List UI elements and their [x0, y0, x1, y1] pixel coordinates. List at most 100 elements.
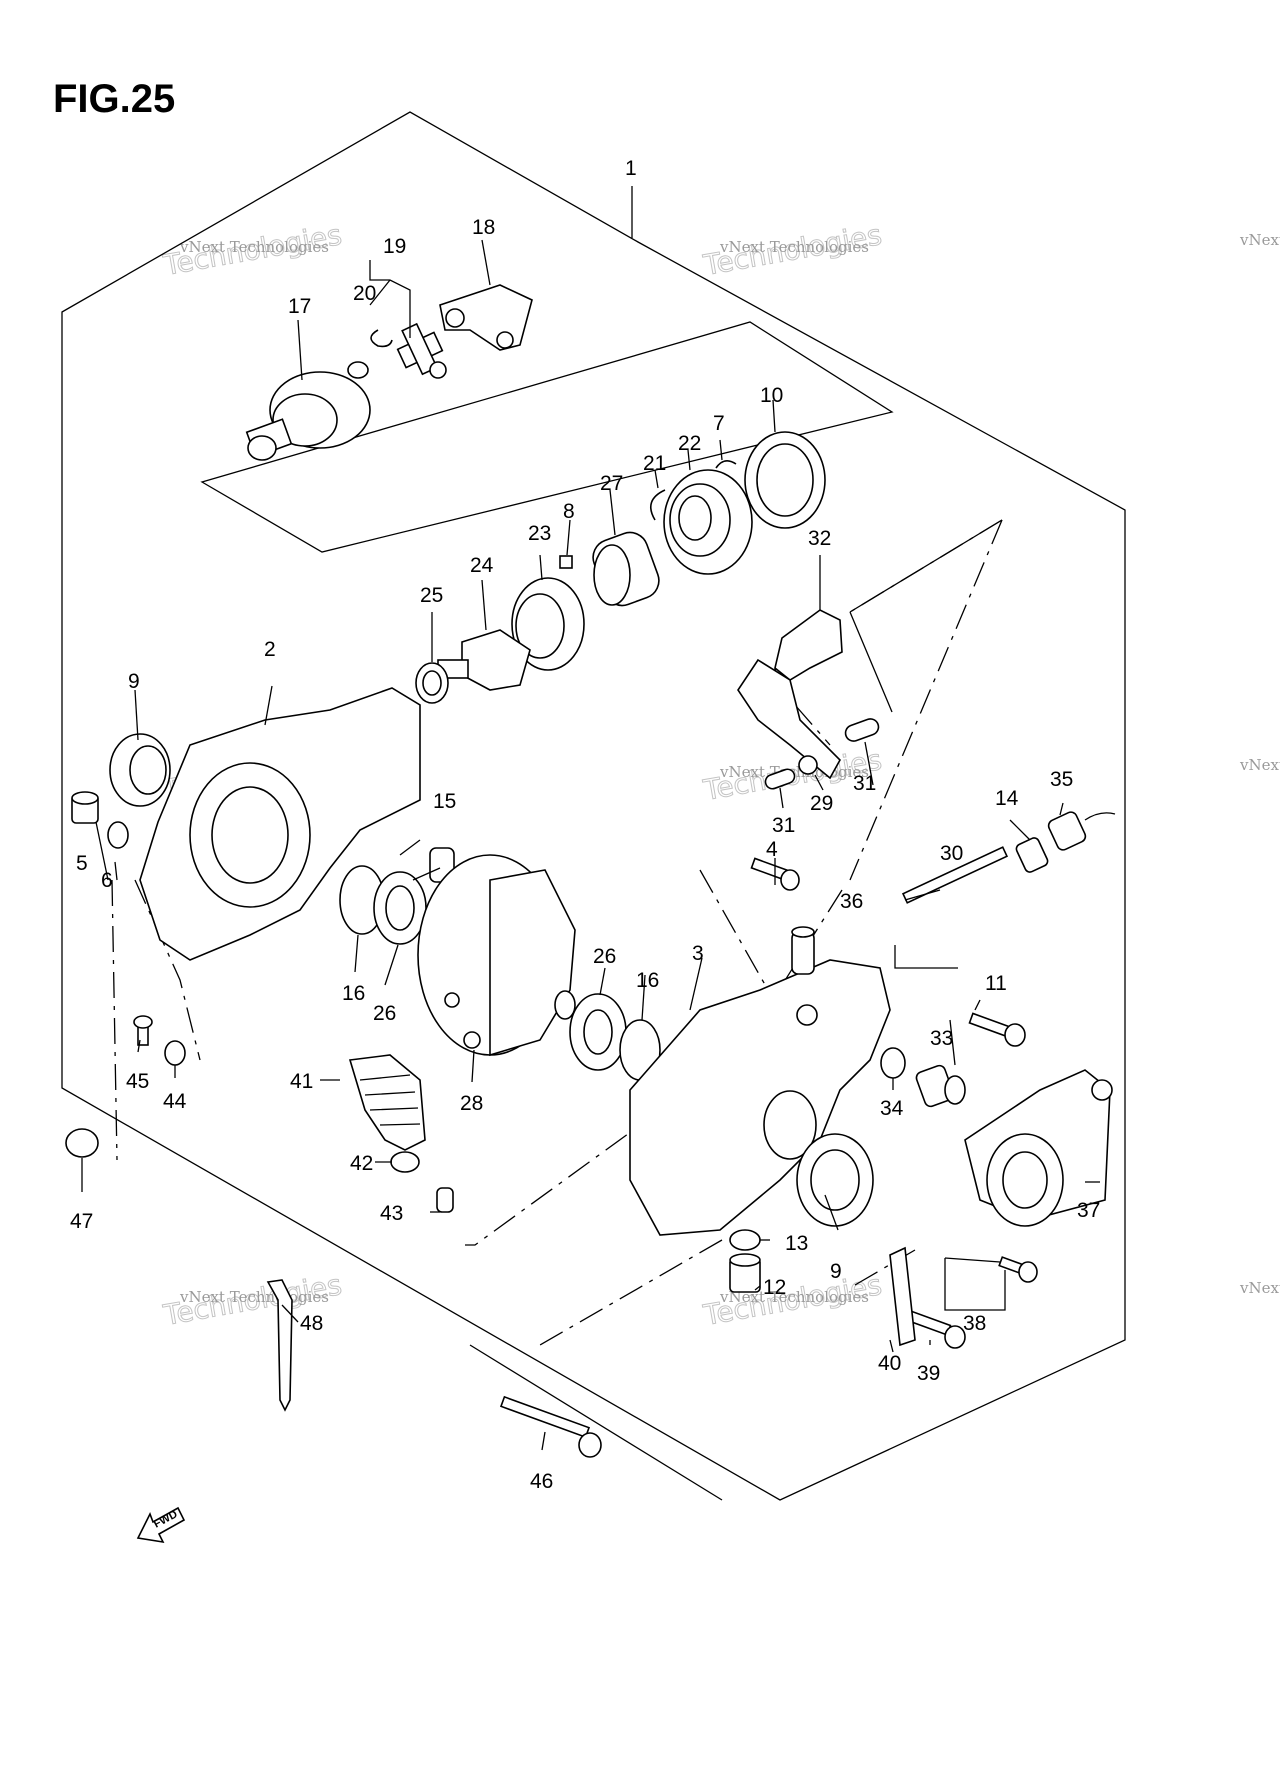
part-42-clamp	[390, 1151, 420, 1173]
callout-48: 48	[300, 1312, 323, 1335]
callout-21: 21	[643, 452, 666, 475]
part-7-circlip	[715, 460, 737, 469]
callout-4: 4	[766, 838, 778, 861]
callout-30: 30	[940, 842, 963, 865]
part-11-bolt	[968, 1012, 1026, 1047]
callout-3: 3	[692, 942, 704, 965]
callout-16-right: 16	[636, 969, 659, 992]
callout-10: 10	[760, 384, 783, 407]
callout-16-left: 16	[342, 982, 365, 1005]
part-6-washer	[107, 821, 129, 849]
callout-18: 18	[472, 216, 495, 239]
part-26-bearing-a	[373, 871, 427, 945]
leader-lines	[81, 186, 1100, 1451]
part-17-flange	[245, 361, 371, 461]
part-12-plug	[729, 1253, 761, 1293]
svg-text:vNext Technologies: vNext Technologies	[719, 238, 869, 256]
part-26-bearing-b	[569, 993, 627, 1071]
callout-5: 5	[76, 852, 88, 875]
part-31-spring-a	[844, 718, 880, 742]
callout-14: 14	[995, 787, 1019, 810]
callout-40: 40	[878, 1352, 901, 1375]
part-36-switch	[791, 926, 815, 975]
part-35-sensor	[1047, 811, 1116, 851]
pinion-group-box	[200, 321, 894, 553]
callout-25: 25	[420, 584, 443, 607]
part-9-oil-seal-b	[796, 1133, 874, 1227]
part-43-pin	[436, 1187, 454, 1213]
part-29-shift-fork	[737, 658, 841, 780]
watermark-edge-1: vNext	[1239, 231, 1280, 249]
callout-8: 8	[563, 500, 575, 523]
watermark-edge-3: vNext	[1239, 1279, 1280, 1297]
callout-20: 20	[353, 282, 376, 305]
callout-44: 44	[163, 1090, 187, 1113]
callout-31-left: 31	[772, 814, 795, 837]
callout-32: 32	[808, 527, 831, 550]
parts: FWD	[65, 284, 1116, 1544]
part-30-shaft	[901, 846, 1009, 904]
callout-35: 35	[1050, 768, 1073, 791]
part-28-differential	[417, 854, 576, 1057]
part-41-boot	[348, 1054, 426, 1151]
part-4-bolt	[750, 857, 800, 891]
part-31-spring-b	[764, 768, 796, 790]
callouts: 1 2 3 4 5 6 7 8 9 9 10 11 12 13 14 15 16…	[70, 157, 1100, 1493]
part-10-oil-seal	[744, 431, 826, 529]
callout-22: 22	[678, 432, 701, 455]
figure-title: FIG.25	[53, 77, 175, 121]
part-44-washer	[164, 1040, 186, 1066]
part-14-seal	[1015, 837, 1049, 873]
callout-26-right: 26	[593, 945, 616, 968]
callout-42: 42	[350, 1152, 373, 1175]
callout-1: 1	[625, 157, 637, 180]
part-8-key	[559, 555, 573, 569]
part-25-bearing	[415, 662, 449, 704]
svg-text:vNext Technologies: vNext Technologies	[179, 238, 329, 256]
callout-36: 36	[840, 890, 863, 913]
callout-26-left: 26	[373, 1002, 396, 1025]
part-37-actuator	[964, 1069, 1113, 1227]
part-23-bearing	[511, 577, 585, 671]
part-33-fitting	[915, 1064, 966, 1108]
callout-9-right: 9	[830, 1260, 842, 1283]
part-45-bolt	[133, 1015, 153, 1046]
part-20-circlip	[370, 329, 393, 348]
callout-34: 34	[880, 1097, 904, 1120]
callout-13: 13	[785, 1232, 808, 1255]
watermark-6: Technologies vNext Technologies	[700, 1268, 885, 1333]
part-2-case	[139, 687, 421, 961]
part-18-yoke	[439, 284, 533, 351]
callout-12: 12	[763, 1276, 786, 1299]
callout-6: 6	[101, 869, 113, 892]
callout-33: 33	[930, 1027, 953, 1050]
part-39-bolt	[906, 1310, 966, 1349]
watermark-edge-2: vNext	[1239, 756, 1280, 774]
callout-39: 39	[917, 1362, 940, 1385]
callout-17: 17	[288, 295, 311, 318]
callout-15: 15	[433, 790, 456, 813]
callout-37: 37	[1077, 1199, 1100, 1222]
part-46-bolt	[499, 1395, 602, 1458]
callout-11: 11	[985, 972, 1007, 995]
callout-47: 47	[70, 1210, 93, 1233]
fwd-arrow-icon: FWD	[136, 1506, 186, 1544]
part-21-circlip	[649, 489, 666, 521]
part-48-tool	[266, 1279, 293, 1412]
callout-31-right: 31	[853, 772, 876, 795]
svg-text:vNext Technologies: vNext Technologies	[179, 1288, 329, 1306]
part-9-oil-seal-a	[109, 733, 171, 807]
part-19-ujoint	[396, 322, 447, 379]
callout-28: 28	[460, 1092, 483, 1115]
part-13-washer	[729, 1229, 761, 1251]
callout-41: 41	[290, 1070, 313, 1093]
callout-46: 46	[530, 1470, 553, 1493]
callout-38: 38	[963, 1312, 986, 1335]
callout-19: 19	[383, 235, 406, 258]
part-38-bolt	[998, 1256, 1038, 1283]
callout-9-left: 9	[128, 670, 140, 693]
callout-24: 24	[470, 554, 494, 577]
part-40-clip	[889, 1246, 916, 1347]
callout-29: 29	[810, 792, 833, 815]
